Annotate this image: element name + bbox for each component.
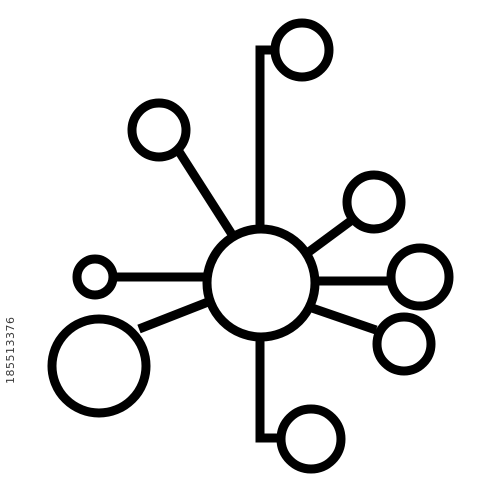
node-lower-right (372, 312, 436, 376)
link-large-left (137, 297, 210, 334)
node-large-left (47, 314, 151, 418)
link-upper-left (174, 147, 237, 239)
node-top (270, 18, 334, 82)
node-bottom (276, 404, 346, 474)
node-upper-left (127, 98, 191, 162)
node-right (386, 243, 454, 311)
side-id-text: 185513376 (4, 316, 17, 385)
hub-node (202, 224, 320, 342)
link-lower-right (310, 303, 378, 335)
link-upper-right (303, 216, 355, 258)
link-bottom (255, 336, 282, 443)
node-upper-right (342, 170, 406, 234)
node-small-left (72, 254, 118, 300)
link-top (255, 45, 274, 228)
